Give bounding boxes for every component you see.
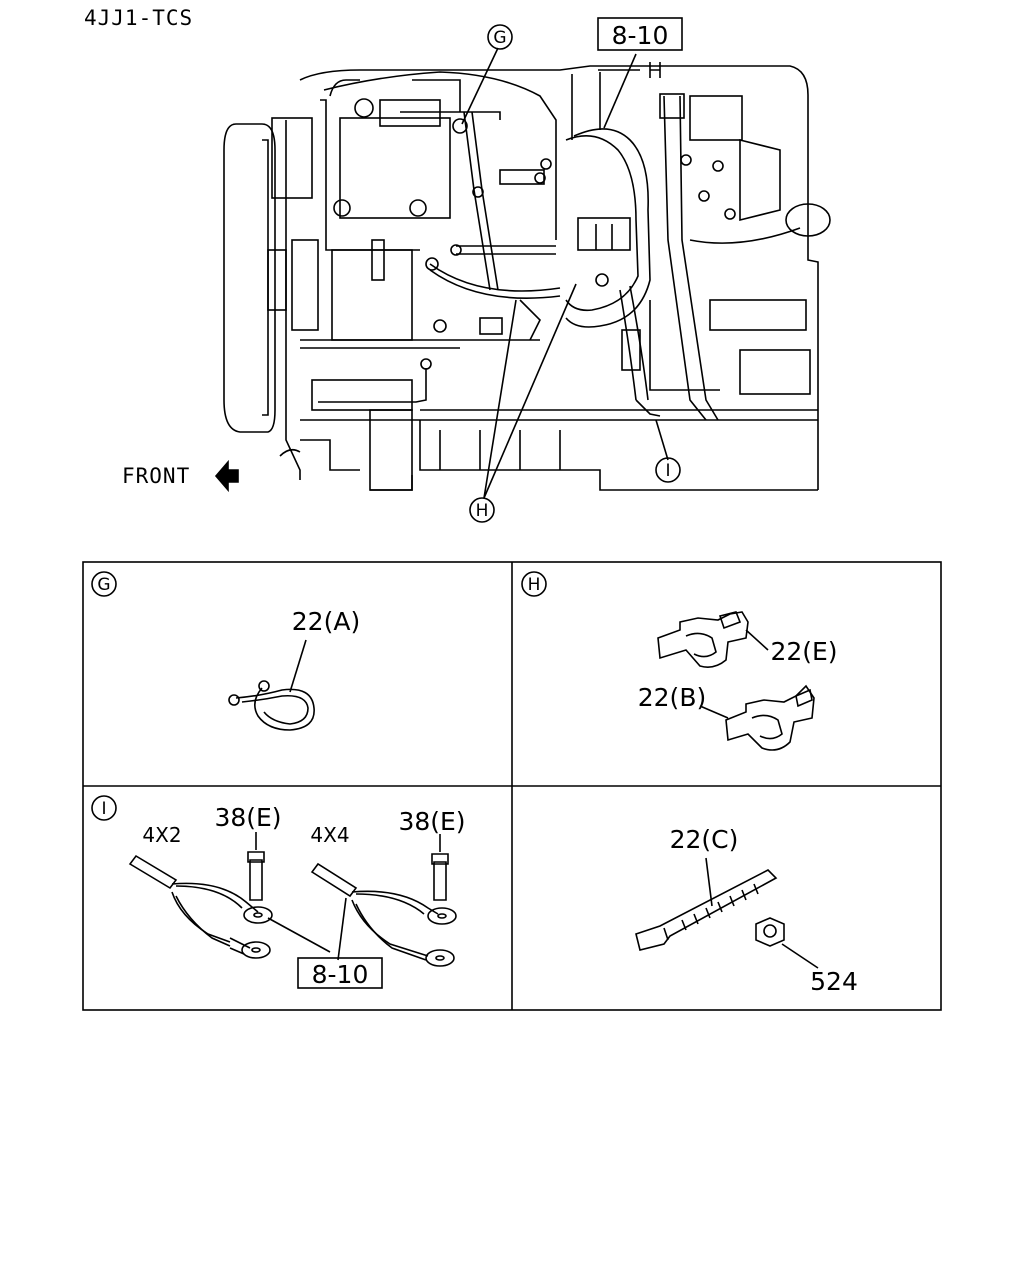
clip-22a-drawing xyxy=(228,639,315,731)
callout-i-label: I xyxy=(665,461,670,481)
front-arrow-icon xyxy=(214,459,239,493)
clamp-22e-drawing xyxy=(657,611,769,668)
ground-cable-4x4-drawing xyxy=(310,834,457,967)
variant-label-4x2: 4X2 xyxy=(142,823,181,847)
variant-label-4x4: 4X4 xyxy=(310,823,349,847)
part-label-524: 524 xyxy=(810,967,858,996)
bolt-label-4x2: 38(E) xyxy=(214,803,281,832)
callout-g-label: G xyxy=(493,28,506,48)
clamp-22b-drawing xyxy=(699,684,815,751)
callout-h-circle xyxy=(469,497,495,523)
part-label-22a: 22(A) xyxy=(292,607,360,636)
callout-h-label: H xyxy=(476,501,489,521)
callout-i-circle xyxy=(655,457,681,483)
ref-box-top xyxy=(597,17,683,51)
panel-g-marker: G xyxy=(97,575,110,595)
panel-h-marker: H xyxy=(528,575,541,595)
callout-g-circle xyxy=(487,24,513,50)
ref-box-top-label: 8-10 xyxy=(612,21,669,50)
part-label-22b: 22(B) xyxy=(638,683,706,712)
panel-i-marker: I xyxy=(101,799,106,819)
bolt-label-4x4: 38(E) xyxy=(398,807,465,836)
ref-box-panel-i xyxy=(297,957,383,989)
engine-illustration xyxy=(223,47,831,499)
front-label: FRONT xyxy=(122,464,191,488)
nut-524-drawing xyxy=(755,917,819,969)
part-label-22c: 22(C) xyxy=(670,825,739,854)
ground-cable-4x2-drawing xyxy=(128,832,331,959)
part-label-22e: 22(E) xyxy=(770,637,837,666)
ref-box-panel-i-label: 8-10 xyxy=(312,960,369,989)
cable-tie-22c-drawing xyxy=(635,857,778,951)
model-code: 4JJ1-TCS xyxy=(84,6,194,30)
